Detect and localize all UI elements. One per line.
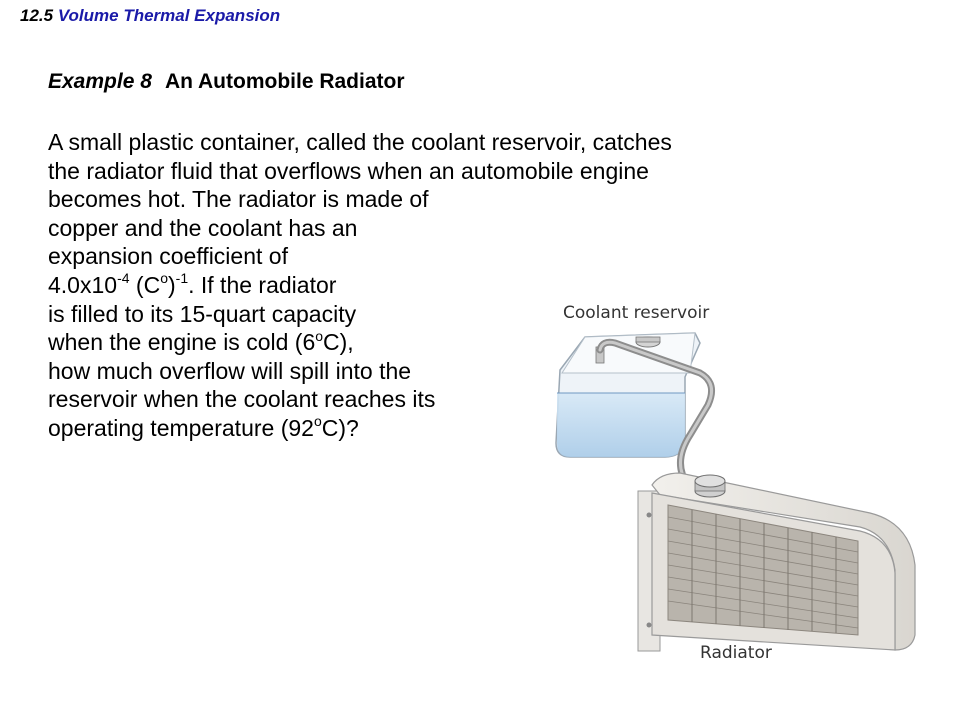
problem-text: C), <box>323 329 354 356</box>
problem-text: (C <box>129 271 161 298</box>
section-name: Volume Thermal Expansion <box>57 6 281 25</box>
problem-line: how much overflow will spill into the <box>48 357 412 384</box>
problem-line: when the engine is cold (6oC), <box>48 328 788 357</box>
problem-text: when the engine is cold (6 <box>48 329 316 356</box>
problem-text: ) <box>167 271 176 298</box>
exponent: -1 <box>175 270 189 287</box>
problem-text: . If the radiator <box>188 271 337 298</box>
degree-sign: o <box>315 327 324 344</box>
degree-sign: o <box>160 270 168 287</box>
section-number: 12.5 <box>20 6 54 25</box>
problem-line: 4.0x10-4 (Co)-1. If the radiator <box>48 271 788 300</box>
problem-line: reservoir when the coolant reaches its <box>48 386 436 413</box>
problem-line: becomes hot. The radiator is made of <box>48 186 429 213</box>
radiator-icon <box>637 472 916 652</box>
problem-text: C)? <box>321 414 359 441</box>
radiator-label: Radiator <box>700 643 772 663</box>
problem-line: the radiator fluid that overflows when a… <box>48 157 649 184</box>
problem-line: operating temperature (92oC)? <box>48 414 788 443</box>
problem-text: operating temperature (92 <box>48 414 314 441</box>
radiator-figure: Coolant reservoir Radiator <box>540 295 940 695</box>
example-tag: Example 8 <box>48 70 152 93</box>
example-name: An Automobile Radiator <box>164 70 405 93</box>
problem-line: copper and the coolant has an <box>48 214 358 241</box>
problem-line: expansion coefficient of <box>48 243 288 270</box>
example-title: Example 8 An Automobile Radiator <box>48 70 405 94</box>
coolant-reservoir-label: Coolant reservoir <box>563 303 710 323</box>
section-title: 12.5 Volume Thermal Expansion <box>20 6 280 26</box>
radiator-illustration <box>555 332 916 652</box>
problem-statement: A small plastic container, called the co… <box>48 128 788 443</box>
problem-line: is filled to its 15-quart capacity <box>48 300 357 327</box>
problem-line: A small plastic container, called the co… <box>48 129 672 155</box>
exponent: -4 <box>117 270 130 287</box>
reservoir-icon <box>555 332 701 458</box>
problem-text: 4.0x10 <box>48 271 118 298</box>
degree-sign: o <box>313 413 322 430</box>
